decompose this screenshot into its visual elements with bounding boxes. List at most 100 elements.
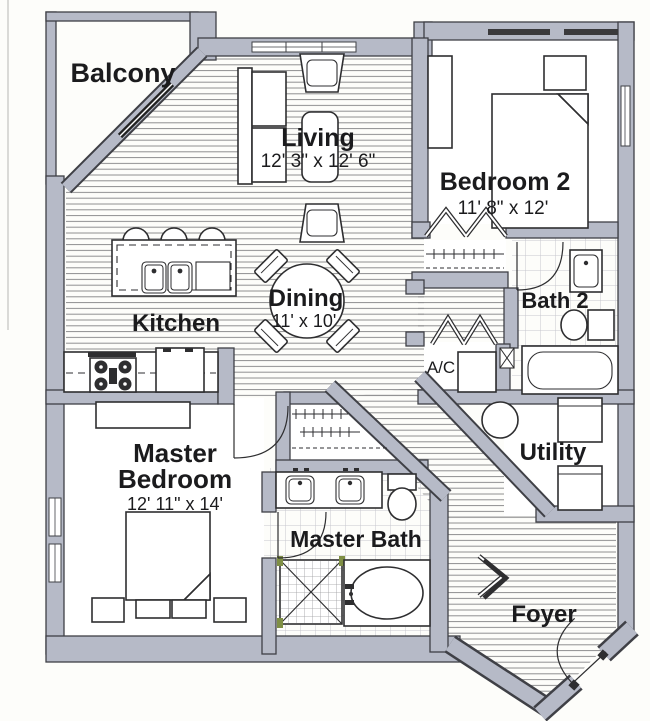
bed	[491, 93, 589, 229]
nightstand	[91, 597, 125, 623]
living-furniture	[237, 53, 345, 243]
label-master-bath: Master Bath	[290, 526, 422, 552]
bifold-ac-closet	[430, 313, 498, 346]
bathtub	[521, 345, 619, 395]
door-master-bath	[277, 511, 327, 559]
sofa-cushion	[251, 71, 287, 127]
window-master-b	[48, 543, 62, 583]
wall-balcony-top	[45, 11, 199, 22]
dims-master-bedroom: 12' 11" x 14'	[127, 494, 223, 514]
wall-bath2-left	[503, 287, 519, 349]
bedroom2-furniture	[426, 55, 589, 269]
bar-stool	[198, 227, 226, 242]
label-master-bedroom-1: Master	[133, 438, 217, 468]
bifold-bedroom2-closet	[424, 206, 508, 238]
dining-table	[269, 263, 345, 339]
wall-corridor-a	[324, 380, 452, 502]
dims-bedroom2: 11' 8" x 12'	[458, 198, 549, 219]
ac-unit	[457, 351, 497, 393]
dining-chair	[326, 319, 360, 353]
range-hood-bar	[88, 352, 136, 357]
dims-living: 12' 3" x 12' 6"	[261, 151, 376, 172]
windows	[48, 29, 631, 583]
wall-foyer-bottom-right-lower	[533, 674, 583, 721]
bath2-fixtures	[499, 249, 619, 395]
label-dining: Dining	[269, 285, 344, 312]
range	[89, 357, 137, 393]
wall-balcony-left	[45, 11, 57, 185]
label-living: Living	[281, 124, 355, 152]
dryer	[557, 465, 603, 511]
label-balcony: Balcony	[70, 58, 175, 88]
toilet	[560, 309, 615, 341]
floor-hall-bath2	[418, 286, 510, 346]
utility-fixtures	[481, 397, 603, 511]
walls	[45, 11, 639, 721]
window-master-a	[48, 497, 62, 537]
room-labels: Balcony Living 12' 3" x 12' 6" Bedroom 2…	[70, 58, 588, 628]
garden-tub	[343, 559, 431, 627]
floor-corridor	[344, 386, 552, 522]
toilet	[387, 473, 417, 521]
wall-living-bedroom2	[411, 37, 429, 239]
bed	[125, 511, 211, 601]
doors	[233, 206, 607, 684]
sofa-back	[237, 67, 253, 185]
label-bath2: Bath 2	[521, 288, 588, 313]
door-bath2	[516, 241, 564, 291]
refrigerator	[155, 347, 205, 393]
label-foyer: Foyer	[511, 601, 576, 628]
wall-mbr-right-lower	[261, 557, 277, 655]
wall-balcony-diagonal	[60, 46, 208, 194]
label-utility: Utility	[520, 439, 587, 466]
walkin-closet-rods	[292, 409, 390, 449]
shower	[277, 556, 345, 628]
window-bedroom2-b	[564, 29, 618, 35]
island-sink	[141, 261, 193, 294]
double-vanity	[275, 468, 383, 509]
window-living-top	[251, 41, 357, 53]
armchair-top	[299, 53, 345, 93]
floor-walkin-closet	[288, 402, 414, 466]
bedroom2-closet-rod	[426, 249, 504, 269]
wall-kitchen-pier	[217, 347, 235, 405]
dining-furniture	[254, 249, 360, 353]
nightstand	[543, 55, 587, 91]
master-bedroom-furniture	[91, 401, 247, 623]
vanity-sink	[569, 249, 603, 293]
window-bedroom2-right	[620, 85, 631, 147]
dresser	[95, 401, 191, 429]
label-bedroom2: Bedroom 2	[440, 168, 571, 196]
door-entry	[556, 617, 607, 684]
wall-closet-hall	[411, 271, 509, 289]
wall-bottom	[45, 635, 461, 663]
door-master-bedroom	[233, 404, 289, 459]
wall-foyer-bottom-left	[444, 635, 554, 717]
washer	[557, 397, 603, 443]
dining-chair	[326, 249, 360, 283]
wall-mbr-right-upper	[261, 471, 277, 513]
wall-corridor-b	[414, 370, 556, 518]
bar-stool	[122, 227, 150, 242]
bifold-foyer-closet	[477, 554, 510, 600]
dining-chair	[254, 249, 288, 283]
coffee-table	[301, 111, 339, 183]
water-heater	[481, 401, 519, 439]
wall-mbath-right	[429, 487, 449, 653]
wall-hall-jamb-lower	[405, 331, 425, 347]
bed-pillow	[171, 599, 207, 619]
window-bedroom2-a	[488, 29, 550, 35]
vent-chase	[499, 347, 515, 369]
dims-dining: 11' x 10'	[272, 311, 337, 331]
label-kitchen: Kitchen	[132, 310, 220, 337]
bar-stool	[160, 227, 188, 242]
island-board	[195, 261, 231, 291]
wall-hall-jamb-upper	[405, 279, 425, 295]
master-bath-fixtures	[275, 468, 431, 628]
dresser	[427, 55, 453, 149]
nightstand	[213, 597, 247, 623]
wall-foyer-bottom-right-upper	[597, 620, 639, 662]
sofa-cushion	[251, 127, 287, 183]
